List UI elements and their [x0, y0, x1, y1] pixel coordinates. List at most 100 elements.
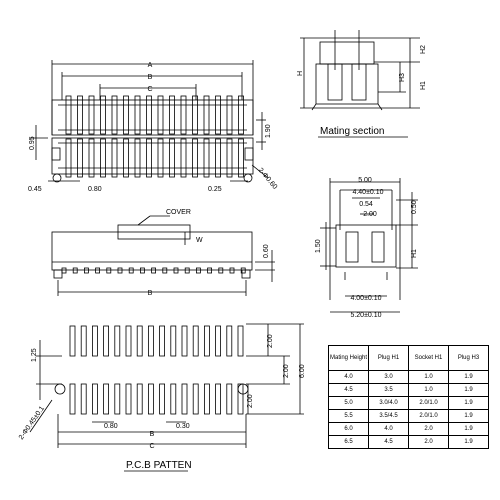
side-pin — [84, 267, 89, 274]
side-pin — [95, 267, 100, 274]
dim-pcb-125: 1.25 — [31, 348, 38, 362]
dim-pcb-200-top: 2.00 — [267, 334, 274, 348]
top-pin — [77, 95, 83, 135]
mating-section-title: Mating section — [320, 126, 384, 137]
mating-section — [300, 30, 420, 111]
side-pin — [229, 267, 235, 274]
table-header: Mating Height — [328, 345, 369, 371]
dim-pcb-030: 0.30 — [176, 423, 190, 430]
dim-sec-050: 0.50 — [411, 200, 418, 214]
dim-mating-h3: H3 — [399, 73, 406, 82]
table-cell: 2.0/1.0 — [408, 396, 449, 410]
dim-pcb-080: 0.80 — [104, 423, 118, 430]
pcb-pad — [159, 325, 166, 357]
dim-pcb-c: C — [149, 443, 154, 450]
table-cell: 5.0 — [328, 396, 369, 410]
side-view — [51, 215, 275, 296]
pcb-pads — [69, 325, 244, 415]
mating-height-table: Mating Height Plug H1 Socket H1 Plug H3 … — [328, 345, 489, 449]
table-cell: 4.0 — [368, 422, 409, 436]
top-pin — [100, 95, 106, 135]
dim-pcb-b: B — [150, 431, 155, 438]
table-cell: 1.9 — [448, 435, 489, 449]
dim-top-080: 0.80 — [88, 186, 102, 193]
top-pin — [146, 138, 152, 178]
table-cell: 5.5 — [328, 409, 369, 423]
dim-top-190: 1.90 — [265, 124, 272, 138]
top-view — [30, 60, 269, 183]
table-row: 4.0 3.0 1.0 1.9 — [328, 370, 489, 384]
table-row: 6.0 4.0 2.0 1.9 — [328, 422, 489, 436]
table-cell: 4.0 — [328, 370, 369, 384]
top-pin — [88, 138, 95, 178]
dim-sec-200: 2.00 — [363, 211, 377, 218]
top-pin — [192, 95, 198, 135]
pcb-pad — [215, 383, 222, 415]
top-pin — [215, 95, 221, 135]
dim-sec-054: 0.54 — [359, 201, 373, 208]
pcb-pad — [92, 325, 98, 357]
top-pin — [111, 138, 118, 178]
table-row: 6.5 4.5 2.0 1.9 — [328, 435, 489, 449]
table-cell: 1.9 — [448, 409, 489, 423]
table-cell: 3.5 — [368, 383, 409, 397]
dim-pcb-hole: 2-Φ0.45±0.1 — [18, 405, 46, 441]
top-pin — [226, 138, 233, 178]
pcb-pad — [103, 383, 109, 415]
side-pin — [162, 267, 168, 274]
dim-pcb-200-bot: 2.00 — [247, 394, 254, 408]
pcb-pad — [192, 325, 199, 357]
top-pin — [157, 95, 164, 135]
side-pin — [218, 267, 224, 274]
table-cell: 2.0 — [408, 435, 449, 449]
dim-sec-400: 4.00±0.10 — [350, 295, 381, 302]
dim-top-095: 0.95 — [29, 136, 36, 150]
pcb-pad — [226, 383, 233, 415]
side-pin — [72, 267, 78, 274]
dim-sec-440: 4.40±0.10 — [352, 189, 383, 196]
side-pin — [61, 267, 67, 274]
top-pins — [65, 95, 244, 178]
dim-sec-520: 5.20±0.10 — [350, 312, 381, 319]
side-pin — [117, 267, 123, 274]
dim-pcb-600: 6.00 — [299, 364, 306, 378]
dim-mating-h: H — [297, 71, 304, 76]
top-pin — [238, 138, 244, 178]
table-cell: 3.5/4.5 — [368, 409, 409, 423]
pcb-pad — [181, 325, 188, 357]
side-pin — [195, 267, 201, 274]
top-pin — [192, 138, 198, 178]
pcb-pad — [147, 383, 154, 415]
pcb-pad — [192, 383, 199, 415]
pcb-pad — [92, 383, 98, 415]
dim-mating-h1: H1 — [420, 81, 427, 90]
pcb-pad — [136, 383, 143, 415]
top-pin — [123, 95, 129, 135]
top-pin — [88, 95, 95, 135]
top-pin — [157, 138, 164, 178]
pcb-pad — [170, 325, 177, 357]
table-row: 4.5 3.5 1.0 1.9 — [328, 383, 489, 397]
pcb-pad — [103, 325, 109, 357]
dim-a: A — [148, 62, 153, 69]
dim-top-025: 0.25 — [208, 186, 222, 193]
table-cell: 6.0 — [328, 422, 369, 436]
top-pin — [123, 138, 129, 178]
table-cell: 1.0 — [408, 383, 449, 397]
dim-sec-500: 5.00 — [358, 177, 372, 184]
table-row: 5.0 3.0/4.0 2.0/1.0 1.9 — [328, 396, 489, 410]
pcb-pad — [170, 383, 177, 415]
dim-sec-150: 1.50 — [315, 239, 322, 253]
top-pin — [65, 138, 72, 178]
dim-side-060: 0.60 — [263, 244, 270, 258]
pcb-pad — [181, 383, 188, 415]
top-pin — [100, 138, 106, 178]
locating-hole-right — [243, 173, 253, 183]
top-pin — [215, 138, 221, 178]
side-pin — [128, 267, 134, 274]
dim-top-phi: 2-Φ0.60 — [256, 167, 278, 191]
table-cell: 4.5 — [328, 383, 369, 397]
table-cell: 2.0 — [408, 422, 449, 436]
cross-section-view — [320, 178, 418, 313]
top-pin — [111, 95, 118, 135]
